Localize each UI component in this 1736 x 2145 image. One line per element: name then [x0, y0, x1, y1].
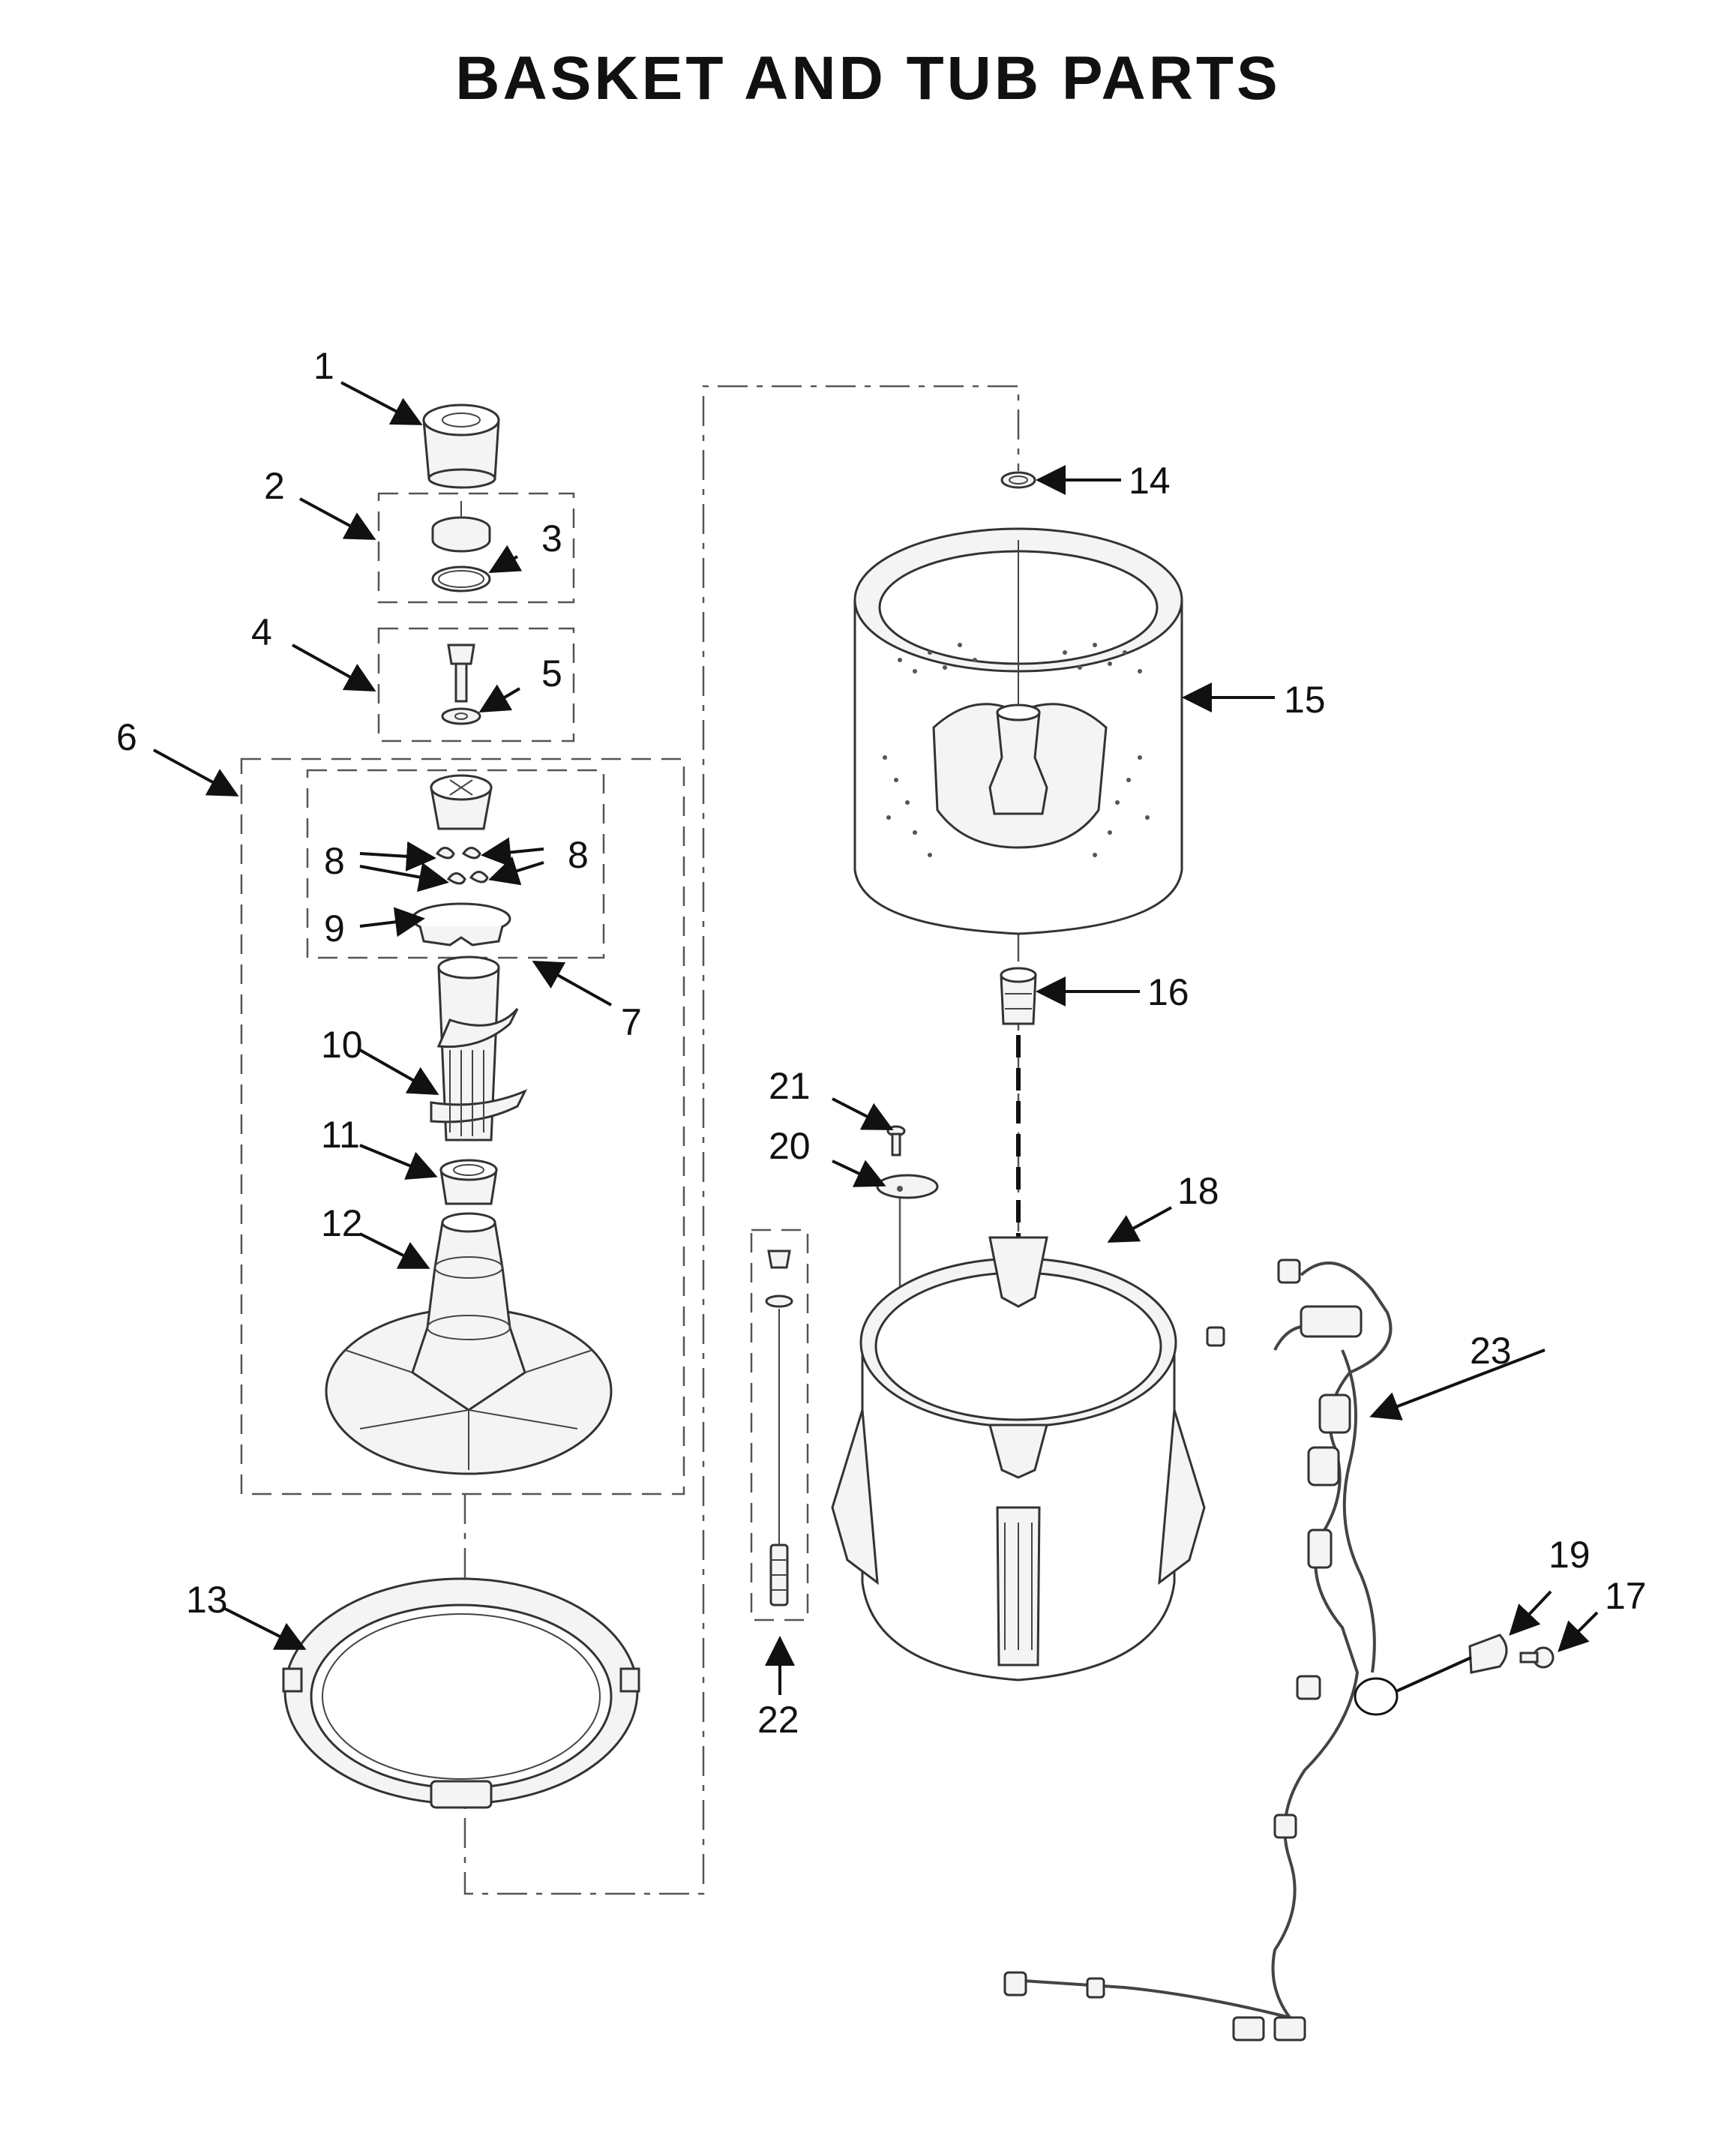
callout-22: 22	[757, 1699, 799, 1741]
part-8-dog-right	[461, 847, 489, 884]
callout-5: 5	[541, 652, 562, 694]
part-8-dog-left	[435, 847, 466, 885]
callout-16: 16	[1147, 971, 1189, 1013]
part-14-basket-nut	[1000, 471, 1036, 489]
part-3-o-ring	[431, 566, 491, 592]
callout-9: 9	[324, 908, 345, 950]
group-box-22	[750, 1228, 809, 1622]
callout-3: 3	[541, 518, 562, 560]
callout-1: 1	[313, 345, 334, 387]
part-2-seal-assembly	[431, 501, 491, 553]
part-12-impeller	[325, 1212, 613, 1475]
callout-20: 20	[769, 1125, 811, 1167]
group-box-2	[377, 492, 575, 604]
callout-7: 7	[621, 1001, 642, 1043]
diagram-title: BASKET AND TUB PARTS	[455, 44, 1281, 112]
part-19-clamp	[1468, 1634, 1508, 1674]
callout-2: 2	[264, 465, 285, 507]
part-1-basket-cap	[422, 404, 500, 489]
callout-18: 18	[1177, 1170, 1219, 1212]
part-4-bolt	[447, 644, 475, 703]
callout-6: 6	[116, 716, 137, 758]
part-23-wire-harness	[1003, 1258, 1393, 2042]
group-box-4	[377, 627, 575, 742]
callout-17: 17	[1605, 1575, 1647, 1617]
callout-15: 15	[1284, 679, 1326, 721]
callout-13: 13	[186, 1579, 228, 1621]
basket-perforations	[883, 643, 1150, 857]
callout-23: 23	[1470, 1330, 1512, 1372]
callout-labels: 1 2 3 4 5 6 7 8 8 9 10 11 12 13 14 15 16…	[116, 345, 1647, 1741]
part-13-tub-ring	[282, 1577, 640, 1809]
callout-4: 4	[251, 611, 272, 653]
callout-19: 19	[1549, 1534, 1591, 1576]
part-17-screw	[1519, 1646, 1555, 1669]
callout-10: 10	[321, 1024, 363, 1066]
part-11-bearing	[439, 1159, 498, 1205]
part-18-outer-tub	[831, 1236, 1206, 1682]
part-17-19-callout-circle	[1354, 1656, 1472, 1716]
leader-arrows	[153, 381, 1599, 1695]
part-9-cam-base	[411, 902, 511, 946]
callout-14: 14	[1129, 460, 1171, 502]
part-22-pressure-hose	[765, 1250, 793, 1606]
part-7-cam-top	[430, 774, 493, 830]
part-15-wash-basket	[853, 527, 1183, 935]
assembly-link-line	[463, 385, 1020, 1895]
callout-11: 11	[321, 1114, 360, 1156]
group-box-6	[240, 758, 685, 1496]
part-20-cover-plate	[876, 1174, 939, 1199]
part-10-auger	[430, 956, 528, 1142]
callout-8-left: 8	[324, 840, 345, 882]
callout-8-right: 8	[568, 834, 589, 876]
callout-21: 21	[769, 1065, 811, 1107]
part-16-drive-hub	[1000, 967, 1037, 1025]
part-21-screw	[886, 1125, 906, 1156]
part-5-washer	[441, 707, 481, 725]
callout-12: 12	[321, 1202, 363, 1244]
